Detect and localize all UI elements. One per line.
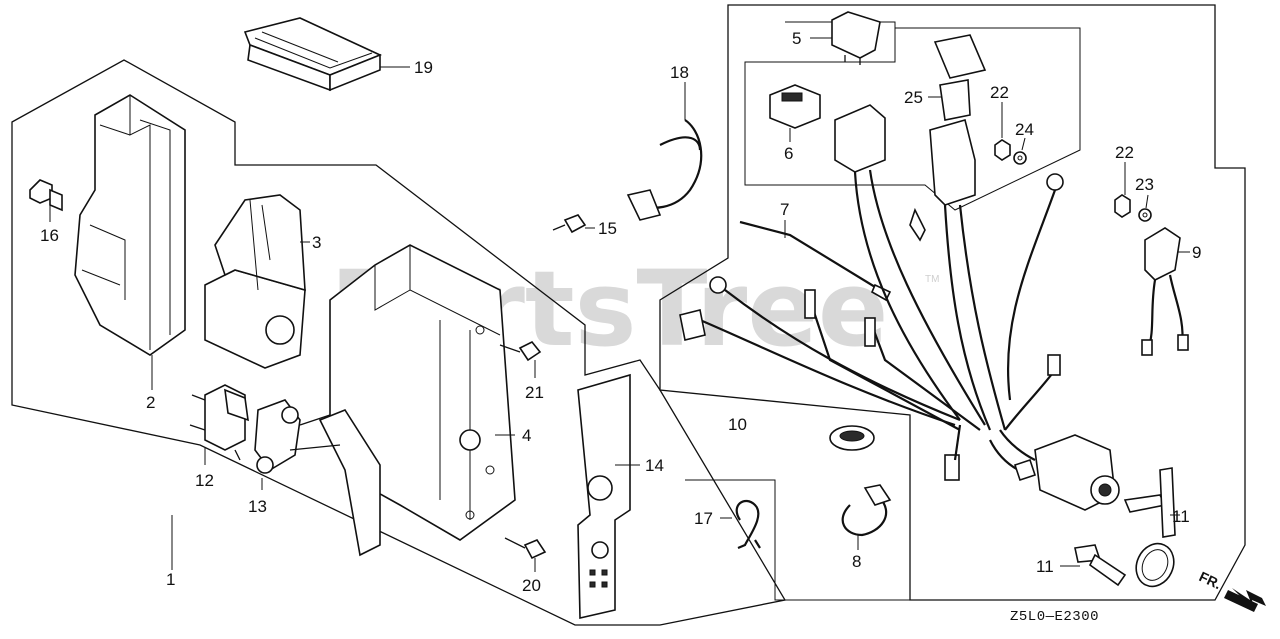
callout-10[interactable]: 10 (728, 415, 747, 434)
relay-5-part[interactable] (831, 11, 881, 65)
callout-25[interactable]: 25 (904, 88, 923, 107)
label-plate-14-part[interactable] (577, 373, 631, 619)
callout-22-lower[interactable]: 22 (1115, 143, 1134, 162)
fuse-holder-6-part[interactable] (769, 84, 821, 129)
washer-23-part[interactable] (1138, 208, 1152, 222)
callout-21[interactable]: 21 (525, 383, 544, 402)
callout-7[interactable]: 7 (780, 200, 789, 219)
callout-19[interactable]: 19 (414, 58, 433, 77)
callout-11-lower[interactable]: 11 (1036, 557, 1054, 576)
nut-22-lower-part[interactable] (1114, 194, 1131, 218)
screw-20-part[interactable] (504, 537, 547, 560)
callout-11-upper[interactable]: 11 (1172, 507, 1190, 526)
callout-13[interactable]: 13 (248, 497, 267, 516)
clamp-group-outline (685, 479, 1150, 601)
wire-harness-10-part[interactable] (679, 104, 1064, 481)
callout-24[interactable]: 24 (1015, 120, 1034, 139)
control-box-cover-part[interactable] (74, 94, 186, 356)
control-panel-4-part[interactable] (318, 244, 516, 557)
callout-9[interactable]: 9 (1192, 243, 1201, 262)
callout-6[interactable]: 6 (784, 144, 793, 163)
callout-17[interactable]: 17 (694, 509, 713, 528)
front-direction-label: FR. (1197, 568, 1224, 592)
starter-solenoid-part[interactable] (989, 429, 1120, 511)
callout-12[interactable]: 12 (195, 471, 214, 490)
nut-22-upper-part[interactable] (994, 139, 1011, 161)
watermark-trademark: TM (925, 274, 939, 285)
grommet-part[interactable] (829, 425, 875, 451)
callout-3[interactable]: 3 (312, 233, 321, 252)
callout-5[interactable]: 5 (792, 29, 801, 48)
module-9-part[interactable] (1141, 227, 1189, 356)
bracket-3-part[interactable] (204, 194, 306, 369)
screw-21-part[interactable] (499, 340, 542, 362)
front-direction-arrow (1224, 588, 1266, 612)
callout-15[interactable]: 15 (598, 219, 617, 238)
diagram-code: Z5L0—E2300 (1010, 609, 1099, 625)
key-11-lower-part[interactable] (1074, 544, 1127, 587)
clip-17-part[interactable] (735, 499, 761, 550)
callout-1[interactable]: 1 (166, 570, 175, 589)
callout-20[interactable]: 20 (522, 576, 541, 595)
switch-13-part[interactable] (254, 399, 341, 474)
leader-24 (1021, 137, 1026, 151)
callout-8[interactable]: 8 (852, 552, 861, 571)
callout-23[interactable]: 23 (1135, 175, 1154, 194)
callout-22-upper[interactable]: 22 (990, 83, 1009, 102)
foam-pad-part[interactable] (243, 17, 383, 92)
bolt-15-part[interactable] (552, 214, 587, 234)
washer-24-part[interactable] (1013, 151, 1027, 165)
switch-12-part[interactable] (189, 384, 249, 461)
callout-16[interactable]: 16 (40, 226, 59, 245)
clamp-8-part[interactable] (841, 484, 892, 537)
key-ring-part[interactable] (1129, 537, 1180, 592)
fuse-25-part[interactable] (933, 34, 987, 121)
key-11-upper-part[interactable] (1123, 467, 1176, 538)
cable-tie-18-part[interactable] (626, 119, 703, 221)
bolt-16-part[interactable] (29, 179, 63, 212)
assembly-outline-left (11, 59, 787, 626)
callout-4[interactable]: 4 (522, 426, 531, 445)
callout-2[interactable]: 2 (146, 393, 155, 412)
callout-14[interactable]: 14 (645, 456, 664, 475)
callout-18[interactable]: 18 (670, 63, 689, 82)
leader-23 (1145, 194, 1149, 209)
